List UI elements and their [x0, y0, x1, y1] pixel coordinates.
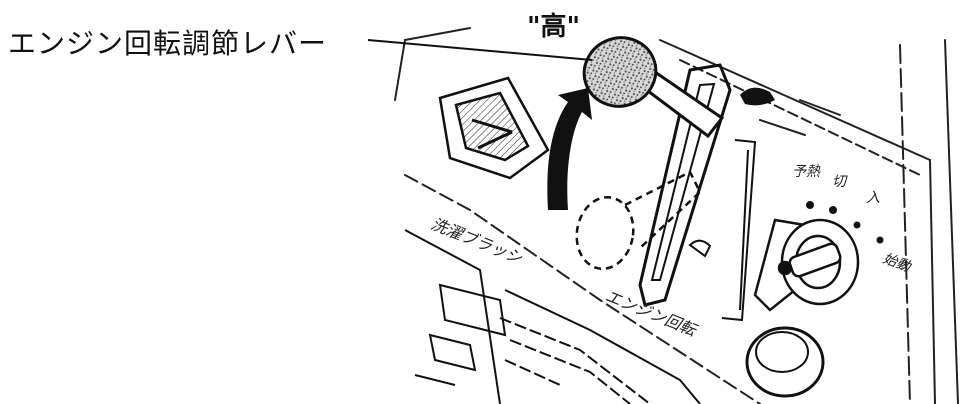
lever-callout-label: エンジン回転調節レバー: [8, 27, 328, 60]
rabbit-icon: [688, 239, 712, 258]
panel-outline: [394, 27, 959, 404]
panel-label-left: 洗濯ブラッシ: [429, 214, 526, 268]
indicator-lamp: [438, 76, 550, 180]
key-label-preheat: 予熱: [792, 164, 821, 180]
leader-line: [367, 39, 593, 61]
keypad: [404, 229, 701, 404]
lever-low-position: [575, 170, 702, 271]
divider-strips: [721, 139, 757, 322]
key-label-start: 始動: [881, 251, 915, 276]
panel-label-bottom: エンジン回転: [603, 286, 701, 340]
movement-arrow: [547, 88, 592, 210]
round-button: [745, 326, 825, 398]
high-position-label: "高": [527, 12, 581, 42]
lever-slot: [638, 63, 732, 307]
turtle-icon: [740, 87, 775, 106]
key-switch: [753, 218, 860, 312]
key-label-on: 入: [866, 190, 880, 206]
lever-knob: [582, 36, 658, 108]
switch-markers: [806, 201, 884, 244]
key-label-off: 切: [832, 174, 848, 190]
